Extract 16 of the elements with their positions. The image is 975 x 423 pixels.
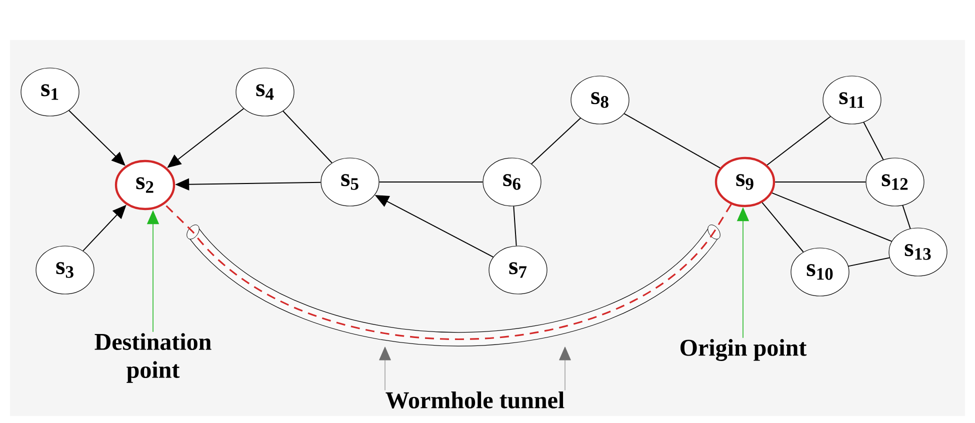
connector-line — [762, 202, 804, 252]
connector-line — [766, 116, 831, 166]
connector-line — [513, 206, 517, 246]
connector-line — [863, 122, 884, 160]
connector-line — [530, 118, 582, 164]
connector-line — [772, 192, 892, 242]
callout-text: Destination point — [94, 333, 212, 383]
connector-line — [624, 113, 721, 168]
leader-line — [559, 346, 571, 391]
connector-line — [902, 204, 911, 230]
callout-text: Origin point — [680, 339, 807, 361]
connector-line — [848, 257, 890, 267]
connector-line — [282, 110, 332, 164]
wormhole-path — [164, 204, 732, 340]
leader-line — [379, 346, 391, 391]
callout-text: Wormhole tunnel — [386, 391, 564, 408]
